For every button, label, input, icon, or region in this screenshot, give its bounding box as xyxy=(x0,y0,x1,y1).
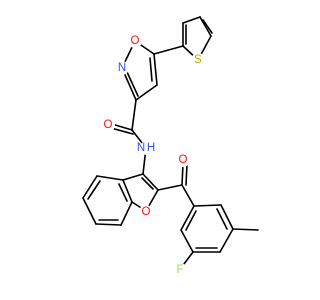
bond xyxy=(219,228,234,253)
bond xyxy=(95,223,122,226)
bond xyxy=(202,19,213,34)
oxygen-atom-ketone: O xyxy=(176,153,190,167)
bond xyxy=(131,99,137,131)
bond xyxy=(96,175,124,181)
bond xyxy=(120,201,133,226)
nitrogen-atom-amide: N xyxy=(137,141,154,155)
bond xyxy=(199,16,212,37)
bond xyxy=(110,127,134,135)
bonds xyxy=(82,16,259,269)
hydrogen-atom-amide: H xyxy=(147,142,155,154)
bond xyxy=(122,179,133,203)
bond xyxy=(180,205,195,231)
nitrogen-atom-isoxazole: N xyxy=(115,61,129,75)
atom-symbol: N xyxy=(137,142,145,154)
bond xyxy=(82,175,98,199)
fluorine-atom: F xyxy=(173,263,187,277)
atom-symbol: N xyxy=(118,62,126,74)
bond xyxy=(118,183,128,202)
atom-symbol: O xyxy=(104,119,113,131)
bond xyxy=(82,197,97,225)
bond xyxy=(122,173,144,181)
oxygen-atom-benzofuran: O xyxy=(139,205,153,219)
bond xyxy=(142,173,159,191)
atom-symbol: O xyxy=(142,206,151,218)
bond xyxy=(232,228,259,231)
molecule-structure: O N O N H S O O F xyxy=(82,16,259,277)
atom-symbol: F xyxy=(176,264,183,276)
bond xyxy=(126,71,139,97)
bond xyxy=(185,210,197,231)
atom-labels: O N O N H S O O F xyxy=(101,34,205,277)
bond xyxy=(181,163,184,186)
atom-symbol: O xyxy=(131,35,140,47)
atom-symbol: S xyxy=(194,54,202,66)
bond xyxy=(157,184,183,191)
bond xyxy=(153,45,184,55)
bond xyxy=(149,57,153,82)
bond xyxy=(181,184,195,207)
bond xyxy=(180,229,194,253)
bond xyxy=(185,163,188,186)
atom-symbol: O xyxy=(179,154,188,166)
bond xyxy=(193,204,222,207)
bond xyxy=(87,180,101,200)
bond xyxy=(182,16,201,24)
oxygen-atom-isoxazole: O xyxy=(128,34,142,48)
atom-symbol: H xyxy=(147,142,155,154)
oxygen-atom-amide: O xyxy=(101,118,115,132)
sulfur-atom-thiophene: S xyxy=(191,53,205,67)
bond xyxy=(135,84,158,101)
bond xyxy=(216,208,228,230)
bond xyxy=(141,177,154,190)
bond xyxy=(220,204,234,230)
bond xyxy=(111,123,133,131)
bond xyxy=(153,53,158,86)
